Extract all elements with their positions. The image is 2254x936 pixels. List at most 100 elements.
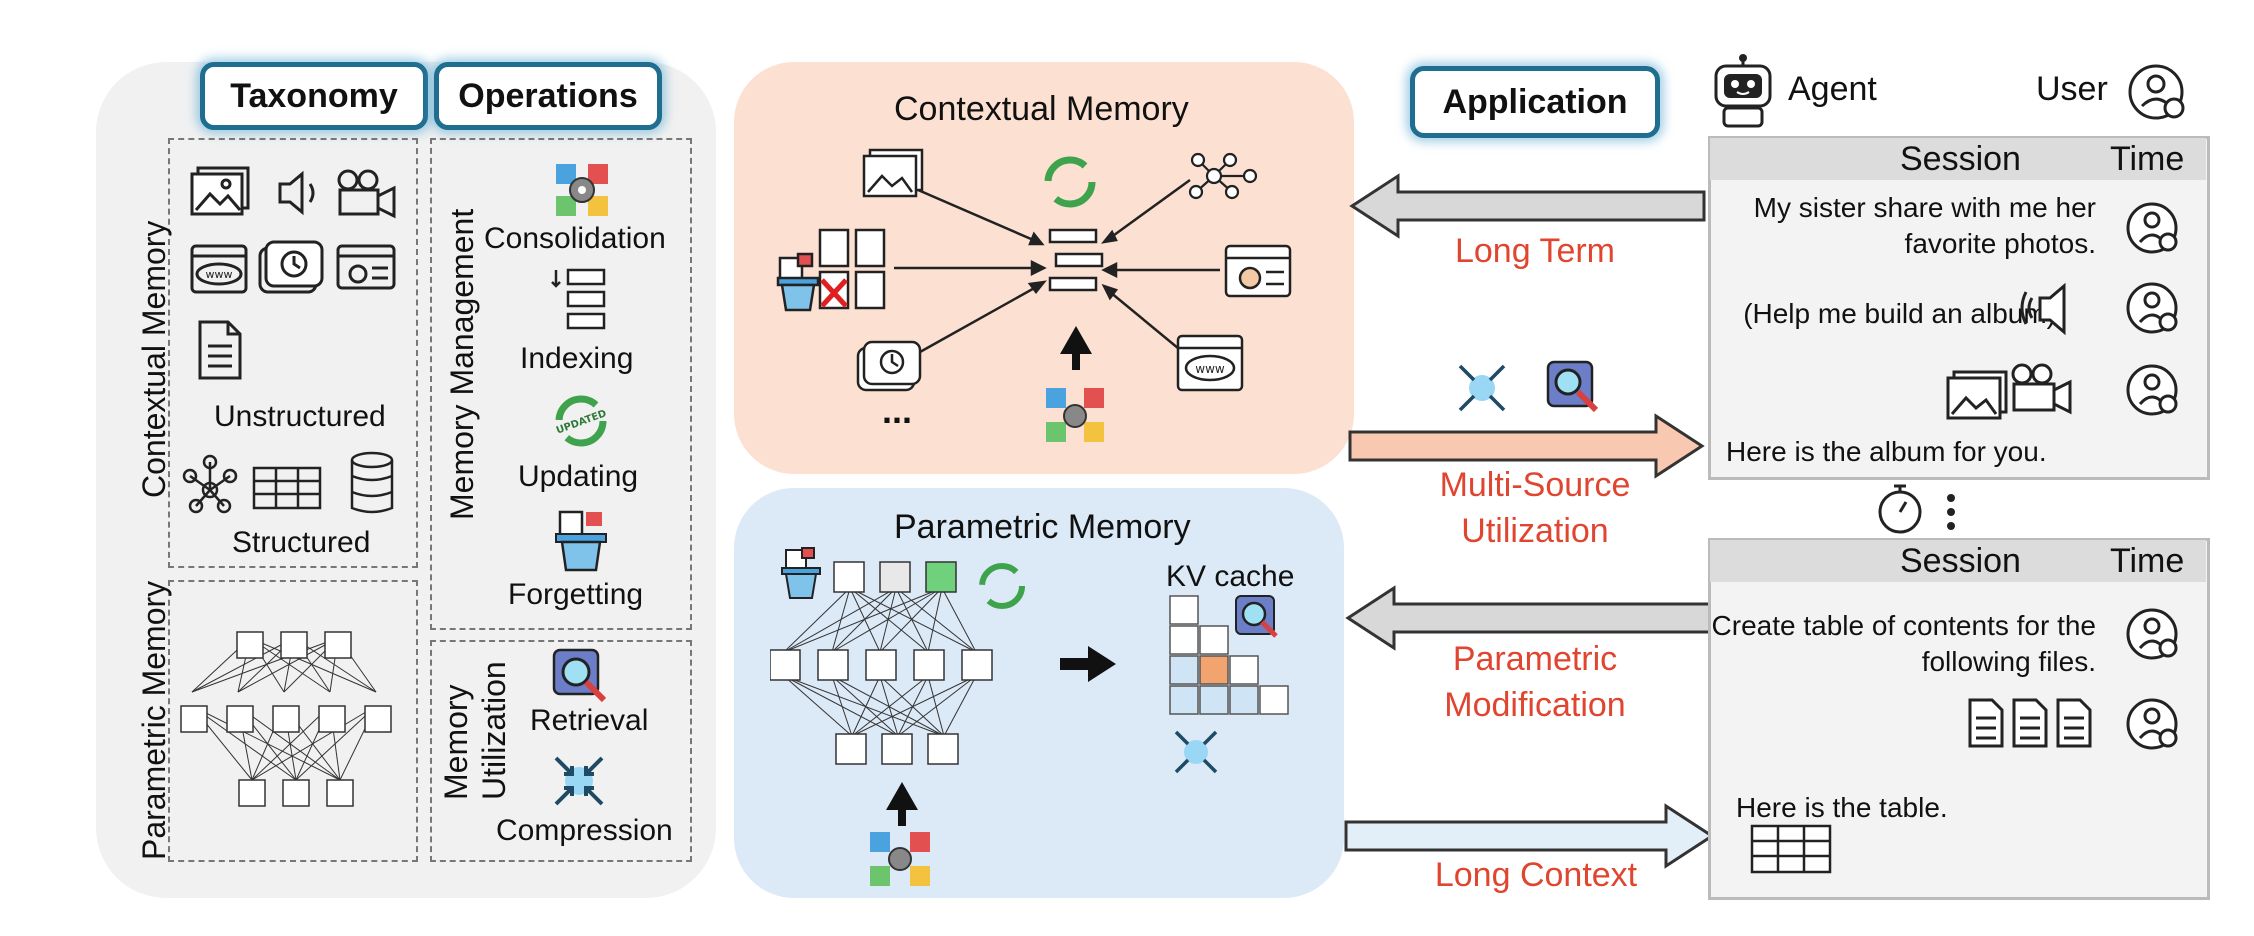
timer-icon xyxy=(1878,484,1922,534)
index-list-icon xyxy=(1048,228,1104,292)
svg-text:www: www xyxy=(1195,362,1225,376)
retrieval-label: Retrieval xyxy=(530,704,649,737)
session2-reply: Here is the table. xyxy=(1736,792,1948,823)
arrow-label-parametric-2: Modification xyxy=(1444,686,1626,724)
inflow-arrows xyxy=(894,178,1220,359)
trash-icon xyxy=(781,547,821,599)
time-label-1: Time xyxy=(2110,140,2185,178)
long-term-arrow xyxy=(1349,173,1706,239)
session-label-1: Session xyxy=(1900,140,2021,178)
time-label-2: Time xyxy=(2110,542,2185,580)
graph-node-icon xyxy=(1188,152,1258,200)
right-black-arrow xyxy=(1060,646,1116,682)
kv-cache-grid xyxy=(1169,595,1289,715)
chat-history-icon xyxy=(856,340,922,392)
session1-message1-line1: My sister share with me her xyxy=(1753,192,2096,223)
session2-message1-line2: following files. xyxy=(1921,646,2096,677)
document-trash-icon xyxy=(776,228,886,312)
contextual-ellipsis: ... xyxy=(882,390,913,431)
upward-black-arrow xyxy=(1060,326,1092,370)
operations-tab-label: Operations xyxy=(458,76,638,115)
taxonomy-tab-label: Taxonomy xyxy=(230,76,398,115)
contextual-memory-graphic: www xyxy=(776,148,1292,442)
session-label-2: Session xyxy=(1900,542,2021,580)
indexing-label: Indexing xyxy=(520,342,634,375)
memory-utilization-box xyxy=(430,640,692,862)
memory-management-box xyxy=(430,138,692,630)
application-tab: Application xyxy=(1410,66,1660,138)
table-icon xyxy=(1750,824,1832,874)
consolidation-label: Consolidation xyxy=(484,222,666,255)
user-header-icon xyxy=(2128,64,2185,120)
parametric-memory-vertical-label: Parametric Memory xyxy=(136,580,172,860)
application-arrows xyxy=(1344,173,1710,869)
www-icon: www xyxy=(1176,334,1244,392)
session1-message2: (Help me build an album) xyxy=(1743,298,2056,329)
table-icon xyxy=(252,466,322,510)
parametric-memory-box xyxy=(168,580,418,862)
svg-text:www: www xyxy=(206,268,233,281)
parametric-memory-title: Parametric Memory xyxy=(894,508,1191,546)
session-header-1 xyxy=(1710,138,2206,180)
puzzle-gear-icon xyxy=(870,832,930,886)
contextual-memory-vertical-label: Contextual Memory xyxy=(136,220,172,498)
graph-network-icon xyxy=(182,454,238,514)
user-label: User xyxy=(2036,70,2108,108)
user-avatar-icon xyxy=(2126,608,2178,750)
user-avatar-icon xyxy=(2126,202,2178,416)
more-dots-icon xyxy=(1947,494,1955,530)
session1-icons xyxy=(1946,202,2178,420)
session-header-2 xyxy=(1710,540,2206,582)
compression-icon xyxy=(554,756,604,806)
updating-label: Updating xyxy=(518,460,639,493)
chat-history-icon xyxy=(258,240,324,294)
kv-retrieval-icon xyxy=(1235,595,1278,638)
left-contextual-icons: www xyxy=(182,166,396,514)
retrieval-icon xyxy=(1546,360,1599,413)
consolidation-icon xyxy=(556,164,608,216)
robot-agent-icon xyxy=(1714,54,1772,128)
profile-window-icon xyxy=(1224,244,1292,298)
document-icon xyxy=(198,320,242,380)
arrow-label-multi-source-1: Multi-Source xyxy=(1439,466,1631,504)
indexing-icon xyxy=(551,268,606,330)
session2-message1-line1: Create table of contents for the xyxy=(1711,610,2096,641)
retrieval-icon xyxy=(552,648,607,703)
long-context-arrow xyxy=(1344,803,1710,869)
agent-label: Agent xyxy=(1788,70,1877,108)
multi-source-arrow xyxy=(1348,413,1705,479)
session2-icons xyxy=(1750,608,2178,874)
compression-label: Compression xyxy=(496,814,673,847)
updated-cycle-icon xyxy=(979,563,1025,609)
forgetting-label: Forgetting xyxy=(508,578,644,611)
structured-label: Structured xyxy=(232,526,371,559)
session1-reply: Here is the album for you. xyxy=(1726,436,2047,467)
operations-tab: Operations xyxy=(434,62,662,130)
unstructured-label: Unstructured xyxy=(214,400,386,433)
kv-compression-icon xyxy=(1174,730,1218,774)
database-icon xyxy=(350,451,394,514)
parametric-modification-arrow xyxy=(1345,585,1710,651)
image-icon xyxy=(1946,370,2008,420)
arrow-label-long-term: Long Term xyxy=(1454,232,1616,270)
kv-cache-label: KV cache xyxy=(1166,560,1295,593)
contextual-memory-box xyxy=(168,138,418,568)
puzzle-gear-icon xyxy=(1046,388,1104,442)
taxonomy-tab: Taxonomy xyxy=(200,62,428,130)
www-icon: www xyxy=(190,244,248,294)
memory-utilization-vertical-label-1: Memory xyxy=(438,684,474,800)
arrow-label-long-context: Long Context xyxy=(1434,856,1638,894)
video-camera-icon xyxy=(2011,363,2072,415)
session1-message1-line2: favorite photos. xyxy=(1904,228,2096,259)
speaker-icon xyxy=(278,170,315,216)
updating-icon: UPDATED xyxy=(555,395,608,447)
contextual-memory-title: Contextual Memory xyxy=(894,90,1189,128)
memory-utilization-vertical-label-2: Utilization xyxy=(476,661,512,800)
arrow-label-multi-source-2: Utilization xyxy=(1461,512,1609,550)
parametric-memory-graphic xyxy=(770,547,1289,886)
memory-management-vertical-label: Memory Management xyxy=(444,208,480,520)
profile-window-icon xyxy=(336,244,396,290)
image-stack-icon xyxy=(862,148,924,198)
video-camera-icon xyxy=(337,169,396,219)
